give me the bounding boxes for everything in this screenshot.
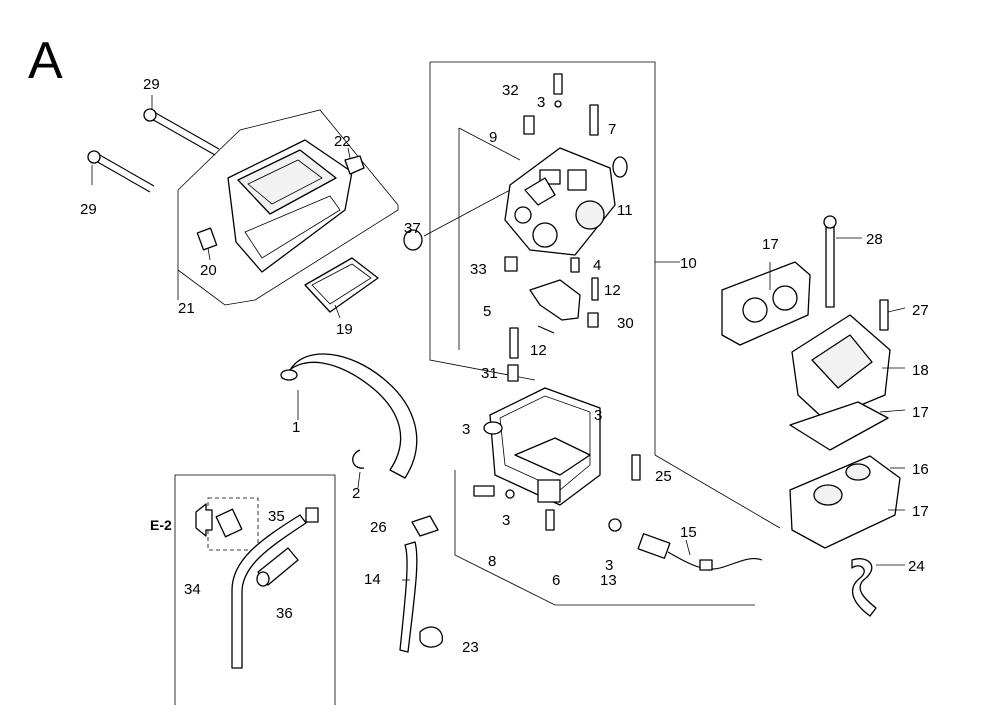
callout-label: 20	[200, 262, 217, 279]
hose-34	[231, 514, 307, 669]
clip-26	[411, 515, 439, 537]
callout-label: 3	[594, 407, 602, 424]
carburetor-frame	[429, 61, 781, 606]
callout-label: 8	[488, 553, 496, 570]
callout-label: 19	[336, 321, 353, 338]
callout-label: 21	[178, 300, 195, 317]
callout-label: 30	[617, 315, 634, 332]
callout-label: 23	[462, 639, 479, 656]
callout-label: 3	[537, 94, 545, 111]
callout-label: 22	[334, 133, 351, 150]
callout-label: 25	[655, 468, 672, 485]
intake-group	[721, 215, 906, 617]
pin-12-upper	[591, 277, 599, 301]
callout-label: 32	[502, 82, 519, 99]
clip-2	[352, 449, 365, 469]
callout-label: 7	[608, 121, 616, 138]
callout-label: 5	[483, 303, 491, 320]
callout-label: 12	[604, 282, 621, 299]
carb-small-parts	[403, 73, 628, 382]
needle-30	[587, 312, 599, 328]
callout-label: 35	[268, 508, 285, 525]
callout-label: 29	[80, 201, 97, 218]
callout-label: 6	[552, 572, 560, 589]
callout-label: 13	[600, 572, 617, 589]
reference-label: E-2	[150, 517, 172, 533]
drain-6	[545, 509, 555, 531]
clip-23	[419, 626, 443, 648]
e2-arrow	[195, 503, 213, 537]
callout-label: 11	[617, 202, 633, 219]
callout-label: 31	[481, 365, 498, 382]
screw-25	[631, 454, 641, 481]
nut-37	[403, 229, 423, 251]
clip-22	[344, 155, 365, 175]
callout-labels: 29 29 22 20 21 19 1 2 32 3 9 7 11 37 33 …	[80, 76, 929, 656]
washer-3-13	[608, 518, 622, 532]
callout-label: 17	[762, 236, 779, 253]
spacer-16	[789, 455, 901, 549]
callout-label: 9	[489, 129, 497, 146]
callout-label: 27	[912, 302, 929, 319]
callout-label: 17	[912, 503, 929, 520]
callout-label: 28	[866, 231, 883, 248]
callout-label: 14	[364, 571, 381, 588]
callout-label: 18	[912, 362, 929, 379]
fuel-hose-14	[399, 515, 443, 653]
callout-label: 15	[680, 524, 697, 541]
float-5	[529, 279, 581, 321]
part-33	[504, 256, 518, 272]
callout-label: 3	[462, 421, 470, 438]
e2-subassembly: E-2	[150, 474, 336, 705]
jet-4	[570, 257, 580, 273]
callout-label: 17	[912, 404, 929, 421]
screw-32	[553, 73, 563, 95]
clip-35	[305, 507, 319, 523]
air-cleaner-group	[87, 95, 399, 319]
callout-label: 26	[370, 519, 387, 536]
gasket-19	[304, 257, 379, 313]
pin-12-lower	[509, 327, 519, 359]
callout-label: 12	[530, 342, 547, 359]
screw-7	[589, 104, 599, 136]
o-ring-11	[612, 156, 628, 178]
callout-label: 3	[605, 557, 613, 574]
callout-label: 29	[143, 76, 160, 93]
callout-label: 36	[276, 605, 293, 622]
bolt-29-lower	[87, 150, 155, 193]
callout-label: 3	[502, 512, 510, 529]
screw-9	[523, 115, 535, 135]
callout-label: 16	[912, 461, 929, 478]
solenoid-wire-15	[637, 533, 763, 571]
bolt-27	[879, 299, 889, 331]
section-letter: A	[28, 32, 63, 90]
gasket-17-mid	[789, 401, 889, 451]
gasket-17-top	[721, 261, 811, 346]
carburetor-body	[504, 147, 616, 256]
float-chamber	[473, 387, 641, 532]
screw-8	[473, 485, 495, 497]
screw-31	[507, 364, 519, 382]
callout-label: 34	[184, 581, 201, 598]
air-cleaner-case	[196, 139, 353, 273]
callout-label: 1	[292, 419, 300, 436]
bolt-28	[825, 221, 835, 308]
callout-label: 24	[908, 558, 925, 575]
clip-24	[851, 558, 877, 617]
callout-label: 10	[680, 255, 697, 272]
callout-label: 37	[404, 220, 421, 237]
gasket-3	[483, 421, 503, 435]
callout-label: 2	[352, 485, 360, 502]
callout-label: 4	[593, 257, 601, 274]
bolt-29-upper	[143, 108, 220, 156]
callout-label: 33	[470, 261, 487, 278]
breather-hose-1	[280, 353, 418, 479]
